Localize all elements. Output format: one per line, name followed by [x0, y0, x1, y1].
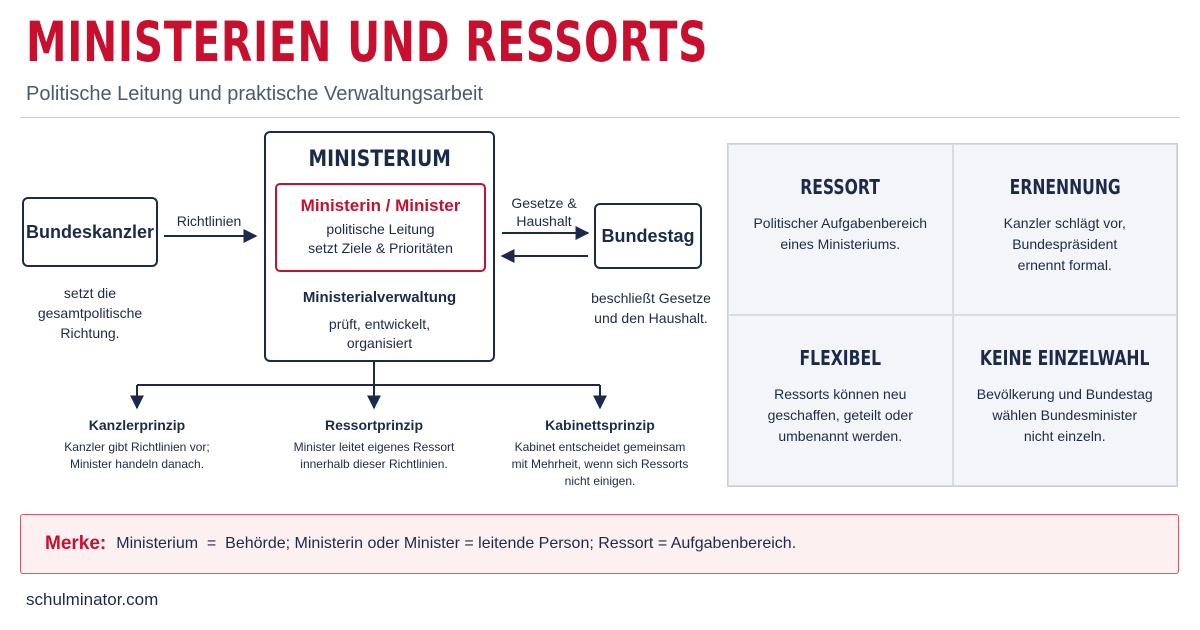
cell-title: FLEXIBEL [799, 346, 882, 370]
cell-text: Kanzler schlägt vor, Bundespräsident ern… [1003, 215, 1126, 273]
header-divider [20, 117, 1180, 118]
bundestag-label: Bundestag [601, 225, 695, 246]
cell-text: Bevölkerung und Bundestag wählen Bundesm… [976, 386, 1153, 444]
richtlinien-label: Richtlinien [176, 213, 242, 229]
minister-text: politische Leitung setzt Ziele & Priorit… [308, 221, 453, 256]
principle-kanzlerprinzip: Kanzlerprinzip Kanzler gibt Richtlinien … [30, 417, 244, 473]
cell-text: Politischer Aufgabenbereich eines Minist… [753, 215, 928, 252]
minister-title: Ministerin / Minister [300, 196, 461, 215]
bundeskanzler-box: Bundeskanzler [22, 197, 158, 267]
bundestag-box: Bundestag [594, 203, 702, 269]
merke-text: Ministerium = Behörde; Ministerin oder M… [116, 535, 797, 552]
principle-text: Kabinet entscheidet gemeinsam mit Mehrhe… [511, 440, 689, 488]
info-grid: RESSORT Politischer Aufgabenbereich eine… [727, 143, 1178, 487]
footer-site-link[interactable]: schulminator.com [26, 590, 159, 609]
minister-box: Ministerin / Minister politische Leitung… [275, 183, 486, 272]
cell-text: Ressorts können neu geschaffen, geteilt … [767, 386, 913, 444]
verwaltung-title: Ministerialverwaltung [302, 289, 457, 306]
page-subtitle: Politische Leitung und praktische Verwal… [26, 83, 483, 105]
grid-cell-ressort: RESSORT Politischer Aufgabenbereich eine… [728, 144, 953, 315]
principle-text: Kanzler gibt Richtlinien vor; Minister h… [64, 440, 210, 471]
principle-title: Kabinettsprinzip [545, 417, 655, 433]
page-title: MINISTERIEN UND RESSORTS [26, 10, 709, 74]
principle-ressortprinzip: Ressortprinzip Minister leitet eigenes R… [262, 417, 486, 473]
grid-cell-keine-einzelwahl: KEINE EINZELWAHL Bevölkerung und Bundest… [952, 315, 1177, 486]
principle-title: Ressortprinzip [324, 417, 423, 433]
principle-text: Minister leitet eigenes Ressort innerhal… [293, 440, 455, 471]
grid-cell-flexibel: FLEXIBEL Ressorts können neu geschaffen,… [728, 315, 953, 486]
ministerium-box: MINISTERIUM Ministerin / Minister politi… [264, 131, 495, 362]
bundeskanzler-caption: setzt die gesamtpolitische Richtung. [37, 285, 143, 341]
bundeskanzler-label: Bundeskanzler [25, 221, 155, 242]
merke-box: Merke: Ministerium = Behörde; Ministerin… [20, 514, 1179, 574]
verwaltung-text: prüft, entwickelt, organisiert [328, 316, 431, 351]
principle-title: Kanzlerprinzip [88, 417, 186, 433]
cell-title: RESSORT [800, 175, 881, 199]
grid-cell-ernennung: ERNENNUNG Kanzler schlägt vor, Bundesprä… [952, 144, 1177, 315]
gesetze-haushalt-label: Gesetze & Haushalt [511, 195, 577, 229]
ministerium-title: MINISTERIUM [308, 147, 451, 172]
cell-title: KEINE EINZELWAHL [979, 346, 1150, 370]
bundestag-caption: beschließt Gesetze und den Haushalt. [591, 290, 711, 326]
principle-kabinettsprinzip: Kabinettsprinzip Kabinet entscheidet gem… [490, 417, 710, 490]
merke-label: Merke: [45, 533, 107, 554]
cell-title: ERNENNUNG [1009, 175, 1121, 199]
